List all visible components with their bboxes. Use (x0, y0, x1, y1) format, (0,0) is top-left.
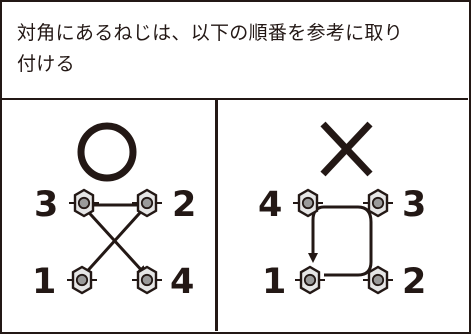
order-path (308, 205, 373, 277)
screw-top-left (291, 188, 325, 218)
screw-bottom-left (293, 265, 327, 295)
label-top-right: 3 (402, 185, 426, 225)
label-top-left: 3 (34, 185, 58, 225)
label-top-left: 4 (258, 185, 282, 225)
instruction-line-2: 付ける (17, 53, 75, 75)
screw-top-right (130, 188, 164, 218)
correct-order-panel: 3 2 1 4 (2, 102, 213, 331)
order-path (78, 203, 151, 279)
circle-correct-icon (77, 122, 137, 182)
column-divider (215, 100, 218, 331)
screw-top-left (67, 188, 101, 218)
correct-order-diagram: 3 2 1 4 (32, 122, 196, 302)
cross-incorrect-icon (320, 121, 373, 177)
incorrect-order-diagram: 4 3 1 2 (258, 121, 426, 302)
screw-bottom-left (65, 265, 99, 295)
incorrect-order-panel: 4 3 1 2 (218, 102, 468, 331)
label-bottom-left: 1 (32, 262, 56, 302)
label-bottom-right: 2 (402, 262, 426, 302)
instruction-text: 対角にあるねじは、以下の順番を参考に取り 付ける (2, 2, 468, 100)
label-bottom-right: 4 (170, 262, 194, 302)
label-top-right: 2 (172, 185, 196, 225)
instruction-line-1: 対角にあるねじは、以下の順番を参考に取り (17, 22, 404, 44)
screw-bottom-right (130, 265, 164, 295)
label-bottom-left: 1 (262, 262, 286, 302)
